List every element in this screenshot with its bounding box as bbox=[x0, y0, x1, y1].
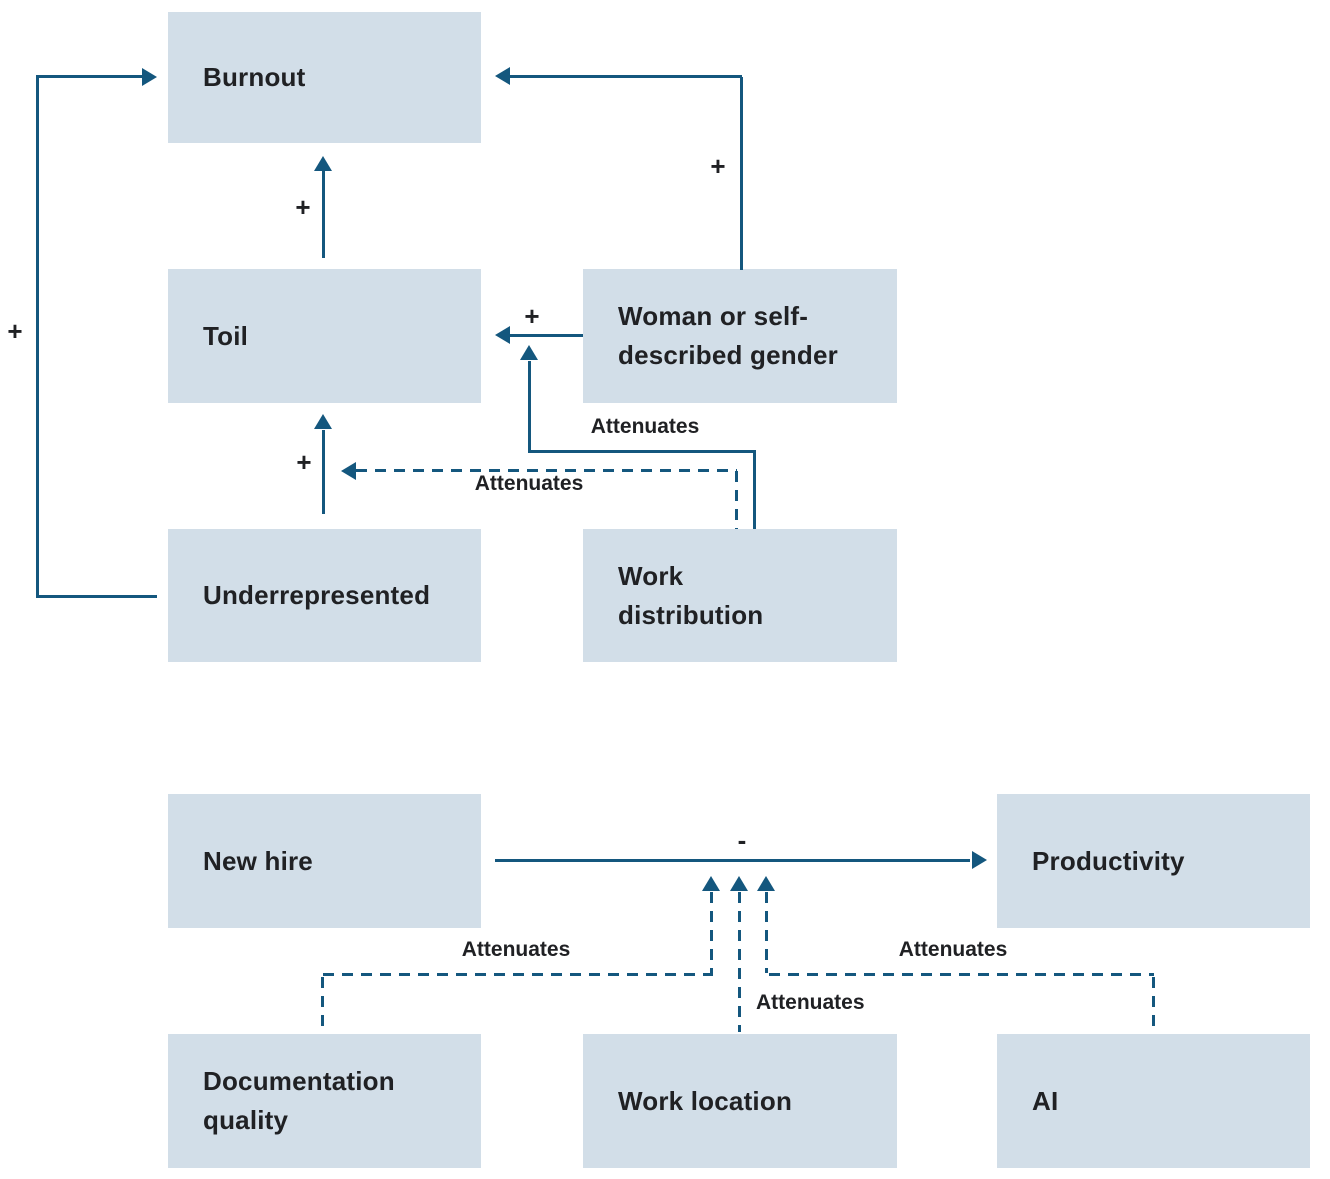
edge-label-attenuates: Attenuates bbox=[590, 415, 700, 438]
node-label: Toil bbox=[203, 320, 249, 351]
arrowhead-left-icon bbox=[495, 67, 510, 85]
edge-dashed-line bbox=[735, 471, 738, 529]
arrowhead-right-icon bbox=[972, 851, 987, 869]
edge-sign-plus: + bbox=[7, 316, 23, 346]
edge-line bbox=[510, 334, 583, 337]
arrowhead-up-icon bbox=[730, 876, 748, 891]
node-documentation-quality: Documentation quality bbox=[168, 1034, 481, 1168]
node-burnout: Burnout bbox=[168, 12, 481, 143]
edge-line bbox=[740, 77, 743, 270]
edge-dashed-line bbox=[356, 469, 737, 472]
arrowhead-up-icon bbox=[702, 876, 720, 891]
node-new-hire: New hire bbox=[168, 794, 481, 928]
edge-dashed-line bbox=[710, 892, 713, 973]
edge-line bbox=[510, 75, 742, 78]
edge-dashed-line bbox=[769, 973, 1154, 976]
node-label: Work location bbox=[618, 1085, 793, 1116]
edge-label-attenuates: Attenuates bbox=[461, 938, 571, 961]
edge-dashed-line bbox=[738, 892, 741, 1032]
edge-sign-plus: + bbox=[295, 192, 311, 222]
edge-sign-plus: + bbox=[524, 301, 540, 331]
arrowhead-up-icon bbox=[314, 156, 332, 171]
node-work-distribution: Work distribution bbox=[583, 529, 897, 662]
edge-sign-minus: - bbox=[737, 825, 747, 855]
edge-line bbox=[37, 595, 157, 598]
edge-line bbox=[39, 75, 143, 78]
node-label: New hire bbox=[203, 845, 313, 876]
edge-sign-plus: + bbox=[296, 447, 312, 477]
arrowhead-left-icon bbox=[495, 326, 510, 344]
node-woman-or-self-described-gender: Woman or self-described gender bbox=[583, 269, 897, 403]
arrowhead-up-icon bbox=[757, 876, 775, 891]
edge-line bbox=[528, 450, 756, 453]
edge-dashed-line bbox=[321, 977, 324, 1030]
arrowhead-up-icon bbox=[314, 414, 332, 429]
arrowhead-left-icon bbox=[341, 462, 356, 480]
edge-line bbox=[753, 453, 756, 529]
node-toil: Toil bbox=[168, 269, 481, 403]
node-underrepresented: Underrepresented bbox=[168, 529, 481, 662]
node-label: Documentation quality bbox=[203, 1066, 395, 1135]
arrowhead-right-icon bbox=[142, 68, 157, 86]
edge-line bbox=[322, 171, 325, 258]
node-ai: AI bbox=[997, 1034, 1310, 1168]
edge-dashed-line bbox=[1152, 977, 1155, 1030]
node-label: AI bbox=[1032, 1085, 1059, 1116]
node-label: Burnout bbox=[203, 62, 306, 92]
node-label: Productivity bbox=[1032, 845, 1185, 876]
edge-label-attenuates: Attenuates bbox=[474, 472, 584, 495]
node-productivity: Productivity bbox=[997, 794, 1310, 928]
edge-dashed-line bbox=[765, 892, 768, 973]
edge-line bbox=[322, 430, 325, 514]
arrowhead-up-icon bbox=[520, 345, 538, 360]
edge-line bbox=[36, 75, 39, 598]
edge-label-attenuates: Attenuates bbox=[756, 991, 865, 1014]
edge-label-attenuates: Attenuates bbox=[898, 938, 1008, 961]
node-label: Woman or self-described gender bbox=[618, 301, 838, 370]
edge-line bbox=[528, 361, 531, 451]
node-label: Underrepresented bbox=[203, 580, 431, 610]
node-label: Work distribution bbox=[618, 560, 764, 630]
edge-sign-plus: + bbox=[710, 151, 726, 181]
edge-line bbox=[495, 859, 970, 862]
node-work-location: Work location bbox=[583, 1034, 897, 1168]
edge-dashed-line bbox=[323, 973, 713, 976]
